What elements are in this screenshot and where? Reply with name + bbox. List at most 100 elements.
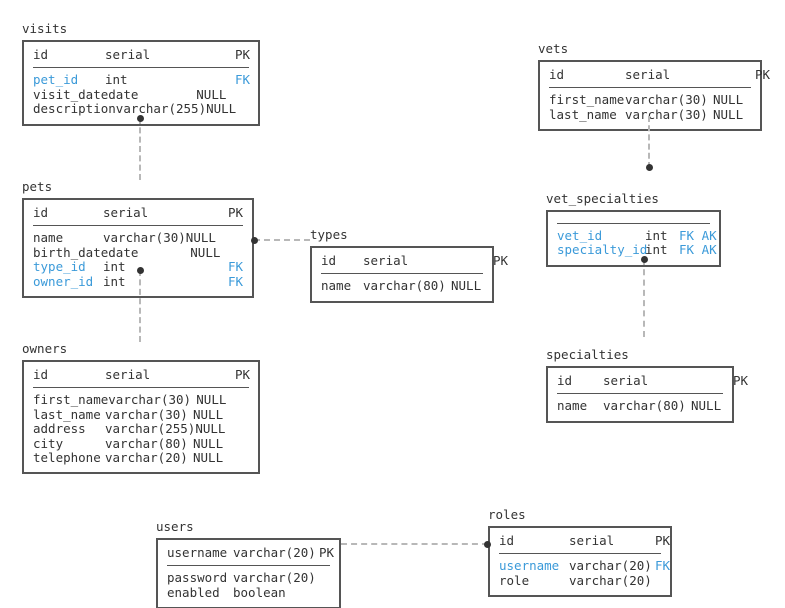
column-type: serial [105, 47, 151, 62]
column-name: description [33, 101, 116, 117]
column-type: serial [569, 533, 615, 548]
column-name: first_name [549, 92, 625, 108]
column-name: pet_id [33, 72, 79, 88]
column-name: address [33, 421, 86, 437]
column-nullable: NULL [185, 230, 216, 246]
column-name: id [33, 205, 49, 220]
relationship-endpoint-dot [136, 115, 144, 122]
column-nullable: NULL [196, 392, 227, 408]
relationship-line-pets-types [254, 239, 310, 241]
column-name: name [557, 398, 588, 414]
column-type: varchar(20) [105, 450, 188, 466]
column-name: name [321, 278, 352, 294]
entity-title: types [310, 227, 348, 242]
column-name: name [33, 230, 64, 246]
column-nullable: NULL [193, 450, 224, 466]
column-nullable: NULL [195, 421, 226, 437]
column-type: varchar(30) [105, 406, 188, 422]
column-type: varchar(30) [108, 392, 192, 408]
column-type: int [105, 72, 128, 88]
column-type: varchar(20) [569, 572, 652, 588]
column-type: serial [105, 367, 151, 382]
column-type: varchar(80) [603, 398, 686, 414]
relationship-endpoint-dot [640, 256, 648, 263]
column-type: varchar(30) [625, 106, 708, 122]
column-nullable: NULL [206, 101, 237, 117]
relationship-endpoint-dot [251, 236, 258, 244]
column-type: varchar(30) [625, 92, 708, 108]
column-key-marker: PK [235, 367, 251, 382]
column-type: date [108, 86, 139, 102]
column-type: int [103, 273, 126, 289]
column-nullable: NULL [193, 406, 224, 422]
column-type: varchar(80) [363, 278, 446, 294]
column-type: int [103, 259, 126, 275]
column-type: int [645, 228, 668, 243]
column-name: owner_id [33, 273, 94, 289]
column-key-marker: PK [319, 545, 335, 560]
column-nullable: NULL [691, 398, 722, 414]
column-nullable: NULL [451, 278, 482, 294]
column-type: serial [625, 67, 671, 82]
relationship-endpoint-dot [645, 164, 653, 171]
entity-title: vet_specialties [546, 191, 659, 206]
column-name: birth_date [33, 244, 109, 260]
column-name: id [33, 367, 49, 382]
column-key-marker: PK [493, 253, 509, 268]
column-type: int [645, 242, 668, 258]
attribute-section: name varchar(80) NULL [321, 278, 483, 294]
column-type: serial [103, 205, 149, 220]
column-key-marker: PK [733, 373, 749, 388]
column-name: type_id [33, 259, 86, 275]
column-key-marker: PK [755, 67, 771, 82]
column-name: city [33, 435, 64, 451]
column-name: telephone [33, 450, 101, 466]
column-name: enabled [167, 584, 220, 600]
column-name: id [499, 533, 515, 548]
column-key-marker: FK AK [679, 242, 717, 258]
entity-title: visits [22, 21, 68, 36]
column-name: id [321, 253, 337, 268]
column-name: role [499, 572, 530, 588]
